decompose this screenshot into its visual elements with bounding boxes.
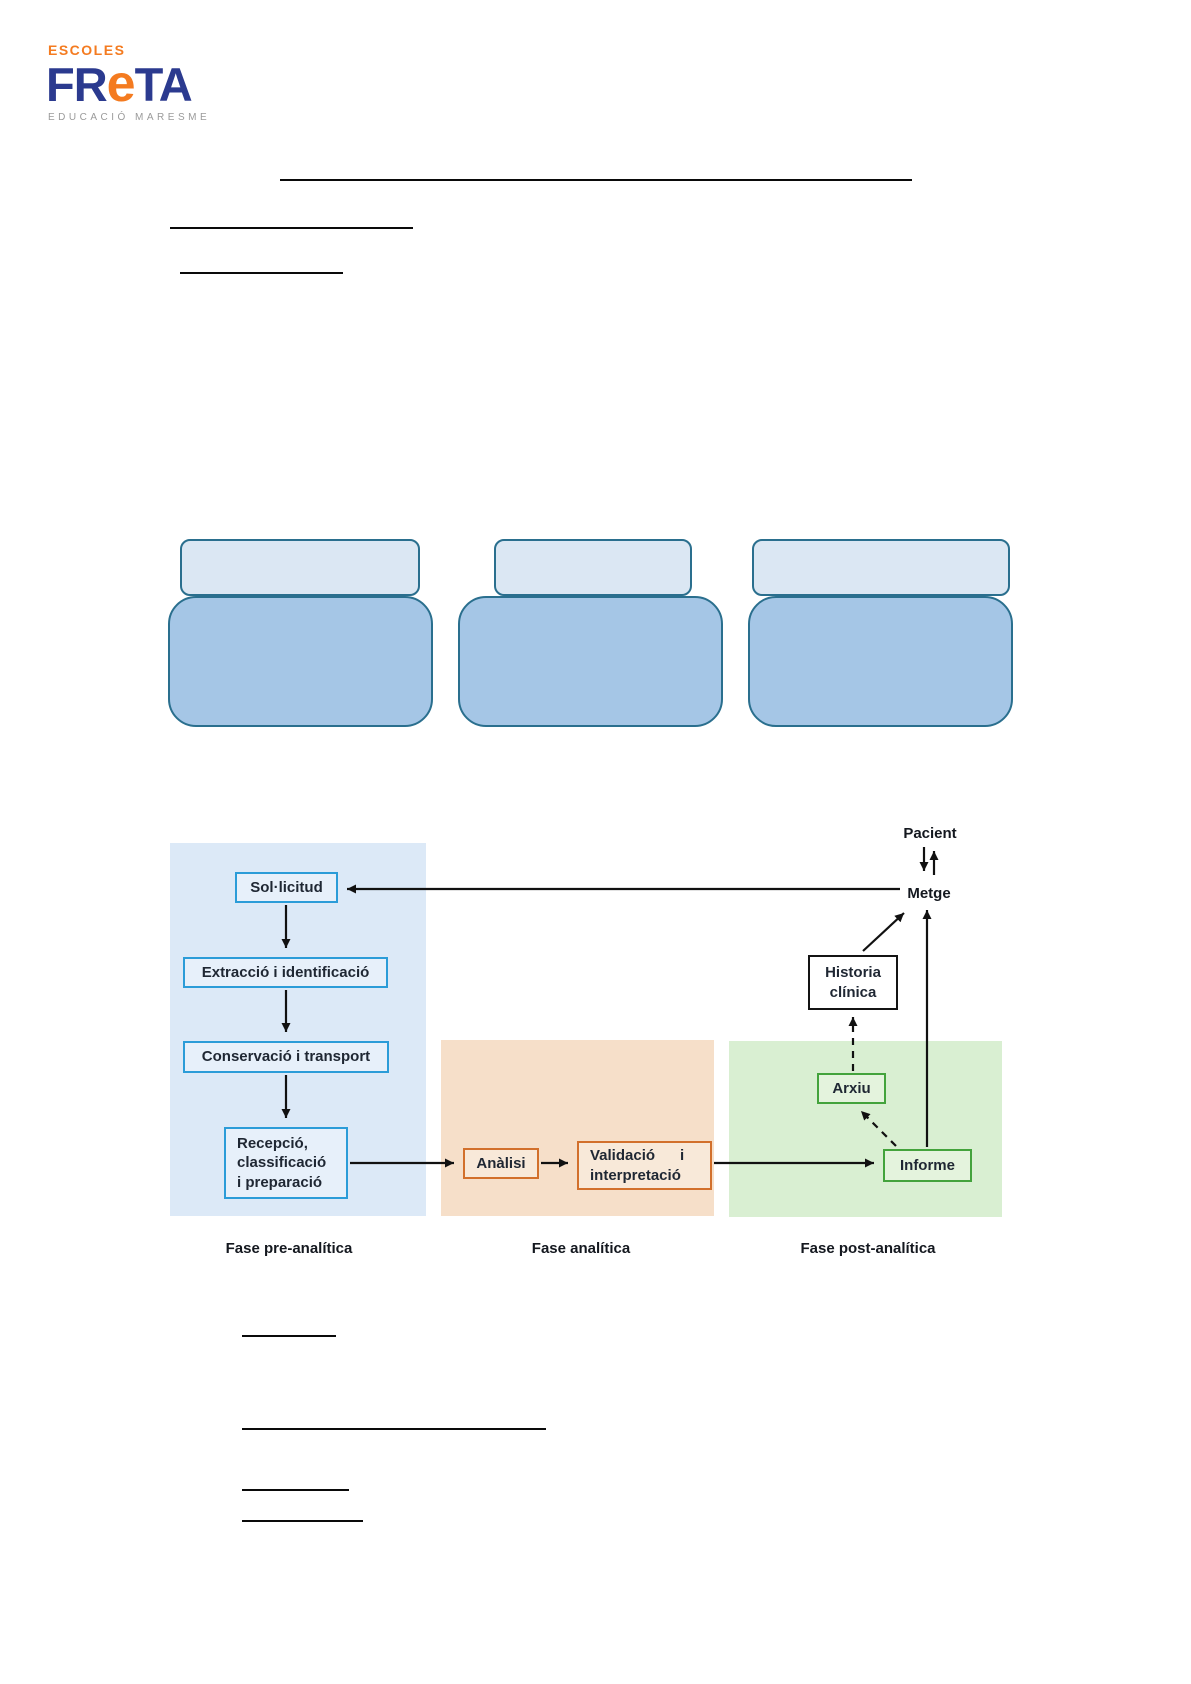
pre-analytic-caption: Fase pre-analítica bbox=[225, 1240, 353, 1257]
extraccio-box: Extracció i identificació bbox=[183, 957, 388, 988]
informe-box: Informe bbox=[883, 1149, 972, 1182]
card-1-lid bbox=[180, 539, 420, 596]
recepcio-box: Recepció, classificació i preparació bbox=[224, 1127, 348, 1199]
blank-line-1 bbox=[170, 227, 413, 229]
blank-line-2 bbox=[180, 272, 343, 274]
card-3-body bbox=[748, 596, 1013, 727]
card-2-lid bbox=[494, 539, 692, 596]
validacio-box: Validació i interpretació bbox=[577, 1141, 712, 1190]
logo-brand-e: e bbox=[106, 55, 136, 113]
post-analytic-panel bbox=[729, 1041, 1002, 1217]
metge-label: Metge bbox=[907, 885, 951, 902]
logo-freta-text: FReTA bbox=[46, 58, 226, 110]
blank-line-3 bbox=[242, 1335, 336, 1337]
logo-brand-fr: FR bbox=[46, 58, 108, 111]
card-2-body bbox=[458, 596, 723, 727]
post-analytic-caption: Fase post-analítica bbox=[800, 1240, 936, 1257]
pacient-label: Pacient bbox=[903, 825, 957, 842]
conservacio-box: Conservació i transport bbox=[183, 1041, 389, 1073]
analytic-caption: Fase analítica bbox=[531, 1240, 631, 1257]
arrow-historia-to-metge bbox=[862, 912, 905, 952]
blank-line-4 bbox=[242, 1428, 546, 1430]
logo-escoles-text: ESCOLES bbox=[48, 42, 126, 58]
title-blank-line bbox=[280, 179, 912, 181]
sollicitud-box: Sol·licitud bbox=[235, 872, 338, 903]
blank-line-5 bbox=[242, 1489, 349, 1491]
historia-clinica-box: Historia clínica bbox=[808, 955, 898, 1010]
blank-line-6 bbox=[242, 1520, 363, 1522]
logo-subtitle-text: EDUCACIÓ MARESME bbox=[48, 112, 211, 123]
escoles-freta-logo: ESCOLES FReTA EDUCACIÓ MARESME bbox=[46, 42, 226, 123]
analisi-box: Anàlisi bbox=[463, 1148, 539, 1179]
card-1-body bbox=[168, 596, 433, 727]
logo-brand-ta: TA bbox=[134, 58, 193, 111]
arxiu-box: Arxiu bbox=[817, 1073, 886, 1104]
card-3-lid bbox=[752, 539, 1010, 596]
